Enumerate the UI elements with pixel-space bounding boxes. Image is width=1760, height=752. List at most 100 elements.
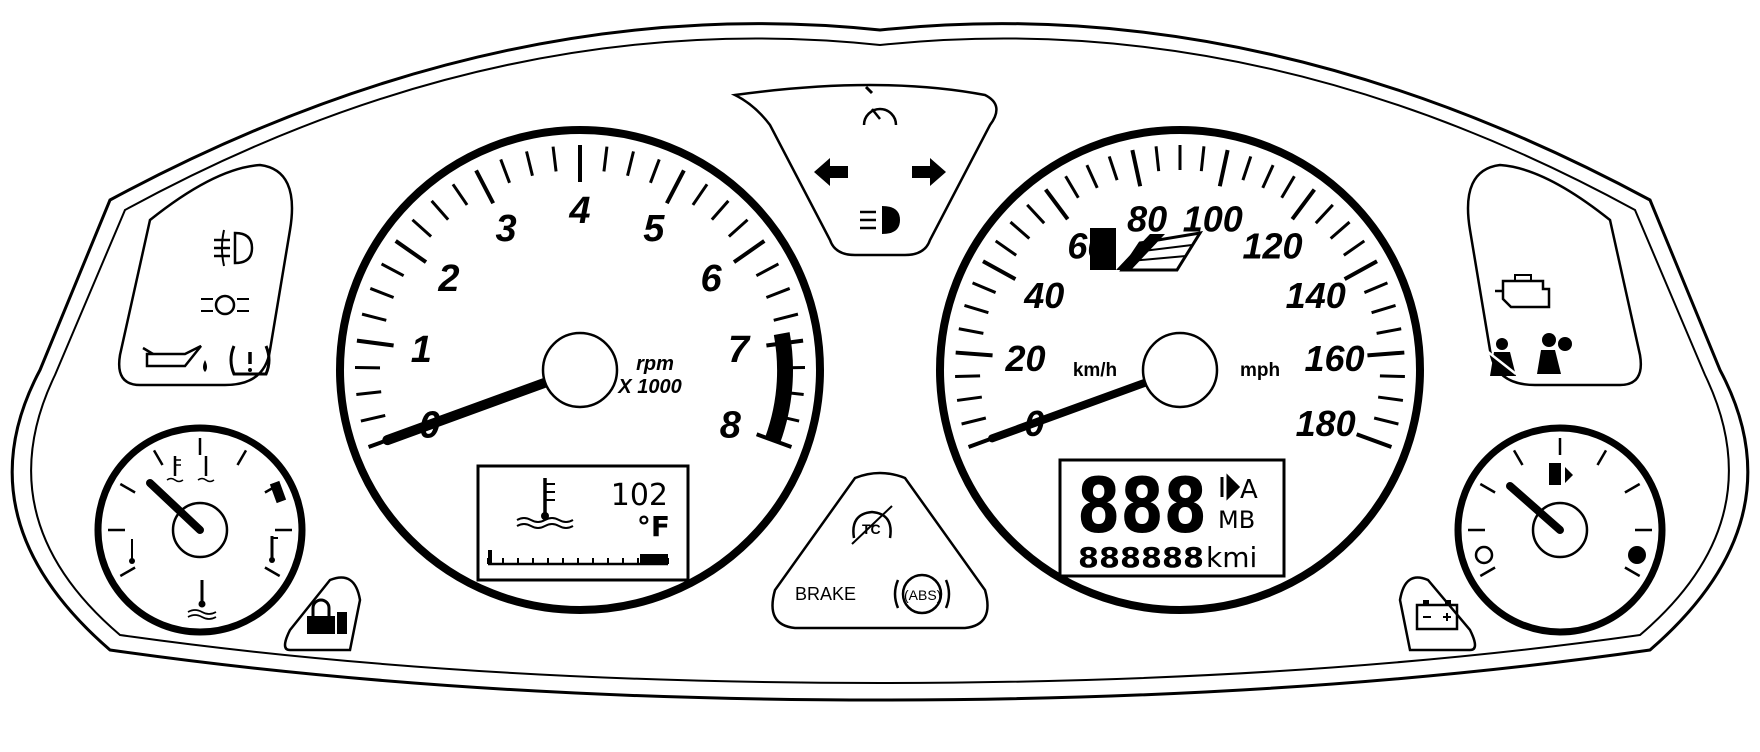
speedo-unit-mph: mph [1240, 360, 1280, 381]
speedo-tick [1261, 164, 1275, 189]
speedo-tick [961, 416, 987, 426]
tach-tick [732, 239, 766, 264]
speedo-label: 20 [1004, 338, 1045, 379]
speedometer-hub [1141, 331, 1219, 409]
airbag-icon [1537, 333, 1572, 374]
bottom-center-panel [771, 471, 989, 630]
tach-tick [430, 199, 450, 221]
svg-text:TC: TC [862, 521, 881, 537]
speedo-tick [1026, 203, 1046, 225]
speedo-tick [1355, 432, 1393, 449]
small-gauge-tick [1512, 449, 1524, 466]
tach-tick [411, 218, 433, 238]
tach-tick [356, 338, 394, 348]
speedometer: 020406080100120140160180 km/h mph 888 A … [936, 126, 1424, 614]
speedo-tick [1376, 327, 1402, 335]
brake-warning-label: BRAKE [795, 584, 856, 604]
speedo-tick [994, 239, 1018, 257]
battery-icon [1415, 600, 1459, 631]
small-gauge-tick [264, 566, 281, 578]
fuel-empty-marker [1474, 545, 1494, 565]
temp-mark-icon-1 [166, 456, 184, 483]
tach-tick [551, 146, 558, 172]
speedo-tick [1154, 146, 1161, 172]
speedo-unit-kmh: km/h [1073, 360, 1117, 381]
speedo-label: 160 [1304, 338, 1364, 379]
tach-tick [691, 183, 709, 206]
tach-label: 2 [437, 258, 459, 300]
lcd-trip-arrow-icon [1220, 473, 1241, 501]
fuel-pump-icon [1549, 463, 1573, 485]
speedo-label: 140 [1286, 275, 1346, 316]
tach-tick [525, 151, 534, 177]
small-gauge-tick [1624, 482, 1641, 494]
speedo-tick [1107, 155, 1119, 181]
speedometer-ticks [955, 145, 1405, 449]
security-icon [307, 598, 347, 634]
tach-tick [369, 287, 395, 299]
small-gauge-tick [1596, 449, 1608, 466]
small-gauge-tick [119, 482, 136, 494]
speedo-tick [1314, 203, 1334, 225]
tach-tick [765, 287, 791, 299]
speedo-tick [1363, 281, 1389, 294]
seatbelt-icon [1487, 338, 1517, 376]
tach-tick [361, 312, 387, 322]
tach-label: 6 [700, 258, 722, 300]
odometer-lcd: 888 A MB 888888 kmi [1058, 458, 1286, 578]
hot-temp-icon [269, 536, 278, 563]
tachometer-redline-band [765, 332, 793, 443]
lcd-trip-mb: MB [1218, 506, 1255, 534]
tachometer: 012345678 rpm X 1000 102 °F [336, 126, 824, 614]
fuel-full-marker [1628, 546, 1646, 564]
speedo-tick [1085, 164, 1099, 189]
speedo-label: 120 [1243, 226, 1303, 267]
tach-label: 7 [728, 329, 751, 371]
top-center-panel [730, 83, 998, 257]
temp-gauge [94, 424, 306, 636]
tach-label: 8 [720, 405, 742, 447]
tach-tick [773, 312, 799, 322]
temp-mark-icon-3 [269, 480, 287, 504]
tach-tick [394, 239, 428, 264]
brand-logo [1090, 228, 1204, 272]
speedo-tick [955, 374, 981, 379]
speedo-tick [1377, 395, 1404, 402]
speedo-label: 40 [1023, 275, 1064, 316]
tach-tick [360, 413, 386, 423]
traction-control-icon: TC [851, 505, 893, 545]
speedo-tick [964, 304, 989, 315]
speedo-label: 180 [1296, 403, 1356, 444]
tach-tick [474, 169, 495, 205]
speedo-tick [1342, 239, 1366, 257]
speedo-tick [971, 281, 997, 294]
right-warning-panel [1466, 163, 1643, 387]
lcd-odometer-unit: kmi [1206, 541, 1257, 574]
tach-tick [602, 146, 609, 172]
lcd-coolant-value: 102 [611, 478, 668, 513]
speedo-tick [1373, 416, 1399, 426]
rear-fog-icon [214, 229, 254, 267]
speedo-tick [1241, 155, 1253, 181]
speedo-tick [1280, 175, 1296, 199]
left-warning-panel [117, 163, 294, 387]
fuel-gauge [1454, 424, 1666, 636]
tach-label: 4 [568, 190, 590, 232]
tachometer-labels: 012345678 [411, 190, 751, 447]
temp-mark-icon-2 [197, 456, 215, 483]
cluster-inner-bezel [30, 37, 1730, 685]
fuel-gauge-needle [1506, 482, 1564, 534]
coolant-lcd: 102 °F [476, 464, 690, 582]
front-fog-icon [201, 294, 249, 316]
speedo-tick [1009, 220, 1031, 240]
small-gauge-tick [1479, 566, 1496, 578]
lcd-coolant-icon [516, 478, 574, 529]
tach-tick [710, 199, 730, 221]
oil-pressure-icon [142, 344, 207, 372]
svg-text:(ABS): (ABS) [904, 587, 941, 603]
cold-temp-icon [129, 539, 135, 564]
lcd-trip-a: A [1240, 475, 1258, 505]
speedo-label: 100 [1183, 199, 1243, 240]
lcd-bar-cold-mark [488, 550, 492, 564]
